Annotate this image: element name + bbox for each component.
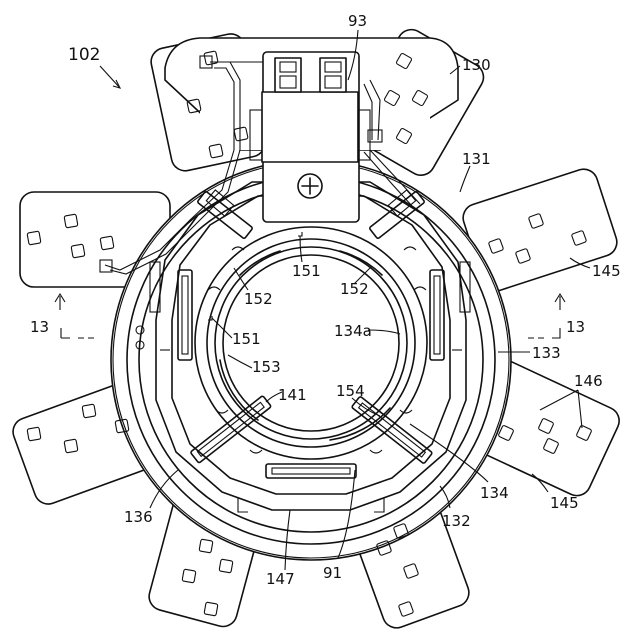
label-130: 130 xyxy=(462,56,491,74)
label-133: 133 xyxy=(532,344,561,362)
label-13-left: 13 xyxy=(30,318,49,336)
label-figure-ref: 102 xyxy=(68,45,100,65)
label-134a: 134a xyxy=(334,322,372,340)
label-154: 154 xyxy=(336,382,365,400)
label-132: 132 xyxy=(442,512,471,530)
label-152-right: 152 xyxy=(340,280,369,298)
label-131: 131 xyxy=(462,150,491,168)
label-145-upper: 145 xyxy=(592,262,621,280)
label-151-top: 151 xyxy=(292,262,321,280)
label-13-right: 13 xyxy=(566,318,585,336)
label-147: 147 xyxy=(266,570,295,588)
label-146: 146 xyxy=(574,372,603,390)
label-134: 134 xyxy=(480,484,509,502)
label-93: 93 xyxy=(348,12,367,30)
label-141: 141 xyxy=(278,386,307,404)
connector-block xyxy=(250,52,370,222)
label-145-lower: 145 xyxy=(550,494,579,512)
label-152-left: 152 xyxy=(244,290,273,308)
label-153: 153 xyxy=(252,358,281,376)
label-136: 136 xyxy=(124,508,153,526)
label-91: 91 xyxy=(323,564,342,582)
label-151-left: 151 xyxy=(232,330,261,348)
